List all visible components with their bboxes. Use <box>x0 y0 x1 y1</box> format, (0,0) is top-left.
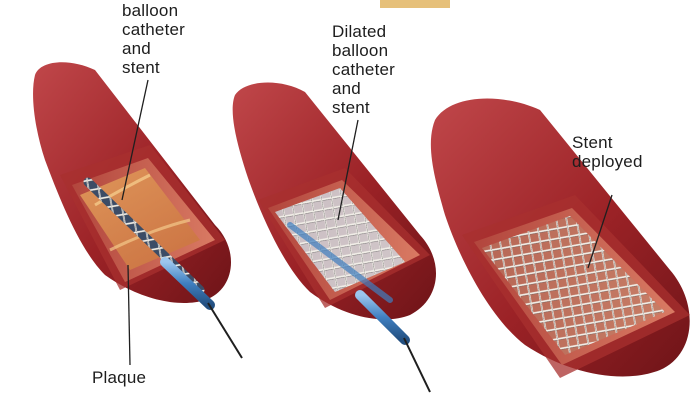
label-line: balloon <box>122 1 185 20</box>
label-stent-deployed: Stent deployed <box>572 133 643 171</box>
label-line: Stent <box>572 133 643 152</box>
label-line: and <box>122 39 185 58</box>
top-band <box>380 0 450 8</box>
artery-segment-2 <box>233 83 436 392</box>
label-balloon-catheter-and-stent: balloon catheter and stent <box>122 1 185 77</box>
label-line: stent <box>122 58 185 77</box>
label-line: catheter <box>332 60 395 79</box>
label-line: stent <box>332 98 395 117</box>
label-line: deployed <box>572 152 643 171</box>
label-line: balloon <box>332 41 395 60</box>
label-line: Plaque <box>92 368 146 387</box>
label-plaque: Plaque <box>92 368 146 387</box>
label-line: catheter <box>122 20 185 39</box>
guide-wire-1 <box>208 303 242 358</box>
guide-wire-2 <box>404 338 430 392</box>
artery-segment-1 <box>33 62 242 358</box>
artery-segment-3 <box>431 99 690 378</box>
label-dilated-balloon-catheter-and-stent: Dilated balloon catheter and stent <box>332 22 395 117</box>
label-line: and <box>332 79 395 98</box>
label-line: Dilated <box>332 22 395 41</box>
